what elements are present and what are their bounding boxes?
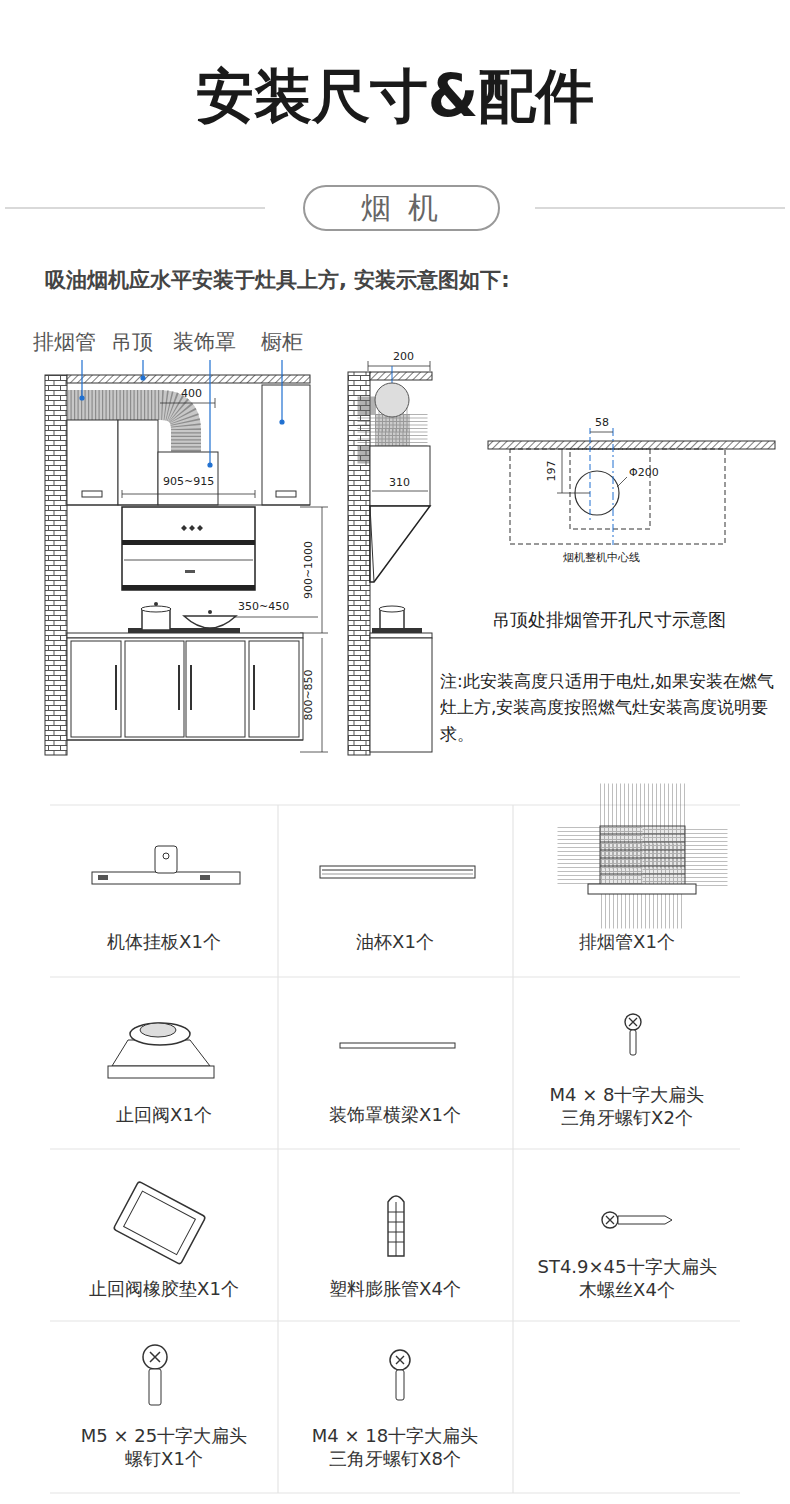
table-cell: 止回阀橡胶垫X1个 — [62, 1277, 267, 1300]
table-cell: 油杯X1个 — [293, 930, 498, 953]
table-cell: 塑料膨胀管X4个 — [293, 1277, 498, 1300]
note: 注:此安装高度只适用于电灶,如果安装在燃气灶上方,安装高度按照燃气灶安装高度说明… — [440, 668, 785, 747]
part-name: 橱柜 — [261, 330, 303, 355]
dimension: 310 — [389, 476, 410, 489]
dimension: 400 — [181, 387, 202, 400]
dimension: 350~450 — [238, 600, 289, 613]
table-cell: 机体挂板X1个 — [62, 930, 267, 953]
table-cell: M4 × 8十字大扁头 三角牙螺钉X2个 — [525, 1083, 730, 1130]
dimension: 905~915 — [163, 475, 214, 488]
section-pill: 烟 机 — [303, 185, 500, 231]
table-cell: 装饰罩横梁X1个 — [293, 1103, 498, 1126]
table-cell: 止回阀X1个 — [62, 1103, 267, 1126]
part-name: 装饰罩 — [173, 330, 236, 355]
subtitle: 吸油烟机应水平安装于灶具上方, 安装示意图如下: — [45, 268, 510, 293]
dimension: 58 — [595, 416, 609, 429]
part-name: 吊顶 — [111, 330, 153, 355]
part-name: 排烟管 — [33, 330, 96, 355]
dimension: 800~850 — [302, 669, 315, 720]
table-cell: M5 × 25十字大扁头 螺钉X1个 — [62, 1424, 267, 1471]
dimension: 200 — [393, 350, 414, 363]
page-title: 安装尺寸&配件 — [196, 62, 595, 132]
figure-caption: 吊顶处排烟管开孔尺寸示意图 — [492, 609, 726, 631]
dimension: 197 — [545, 461, 558, 482]
section-label: 烟 机 — [361, 188, 443, 229]
table-cell: ST4.9×45十字大扁头 木螺丝X4个 — [525, 1255, 730, 1302]
dimension: 900~1000 — [302, 541, 315, 599]
table-cell: M4 × 18十字大扁头 三角牙螺钉X8个 — [293, 1424, 498, 1471]
centerline-label: 烟机整机中心线 — [563, 551, 640, 564]
dimension: Φ200 — [629, 466, 659, 479]
table-cell: 排烟管X1个 — [525, 930, 730, 953]
